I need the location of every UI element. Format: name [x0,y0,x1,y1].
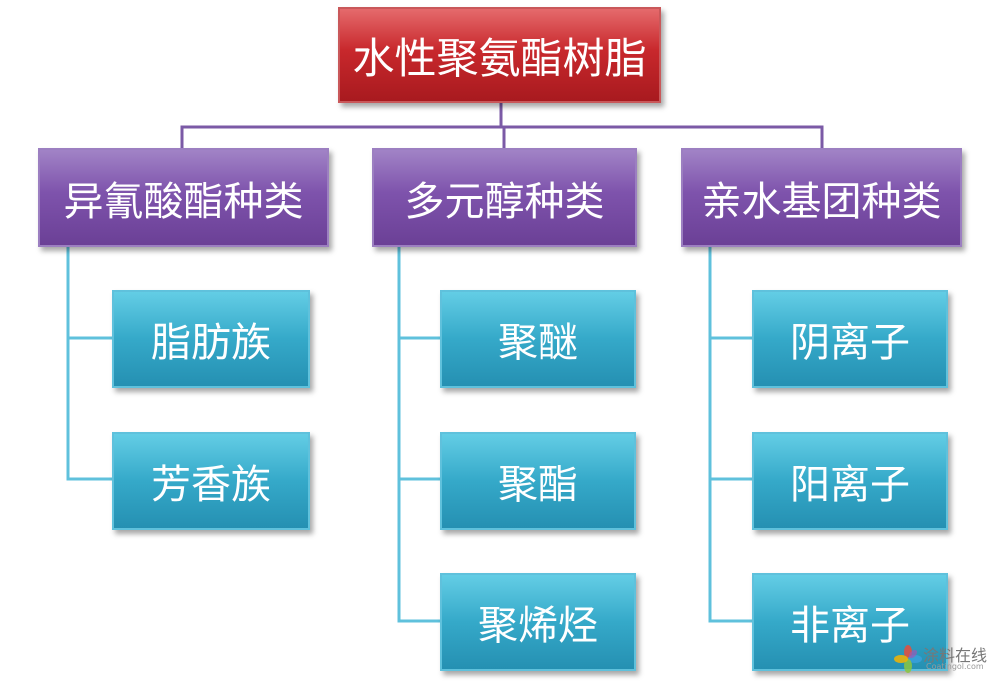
pinwheel-logo-icon [894,645,922,673]
leaf-node-label: 芳香族 [151,462,271,508]
category-node-label: 多元醇种类 [404,178,605,225]
category-node-label: 异氰酸酯种类 [63,178,304,225]
leaf-node-polyether: 聚醚 [440,290,636,388]
leaf-node-polyester: 聚酯 [440,432,636,530]
category-node-label: 亲水基团种类 [701,178,942,225]
watermark-text: 涂料在线 [923,646,988,665]
leaf-node-label: 脂肪族 [151,320,271,366]
leaf-node-polyolefin: 聚烯烃 [440,573,636,671]
category-node-polyol: 多元醇种类 [372,148,637,247]
leaf-node-aliphatic: 脂肪族 [112,290,310,388]
leaf-node-label: 聚酯 [498,462,578,508]
watermark: 涂料在线 Coatingol.com [893,642,998,680]
root-node: 水性聚氨酯树脂 [338,7,661,103]
leaf-node-label: 阴离子 [790,320,910,366]
leaf-node-label: 阳离子 [790,462,910,508]
leaf-node-label: 聚烯烃 [478,603,598,649]
category-node-isocyanate: 异氰酸酯种类 [38,148,329,247]
watermark-url: Coatingol.com [926,662,984,671]
leaf-node-label: 聚醚 [498,320,578,366]
leaf-node-aromatic: 芳香族 [112,432,310,530]
category-node-hydrophilic: 亲水基团种类 [681,148,962,247]
leaf-node-cationic: 阳离子 [752,432,948,530]
leaf-node-anionic: 阴离子 [752,290,948,388]
root-node-label: 水性聚氨酯树脂 [352,33,647,83]
leaf-node-label: 非离子 [790,603,910,649]
